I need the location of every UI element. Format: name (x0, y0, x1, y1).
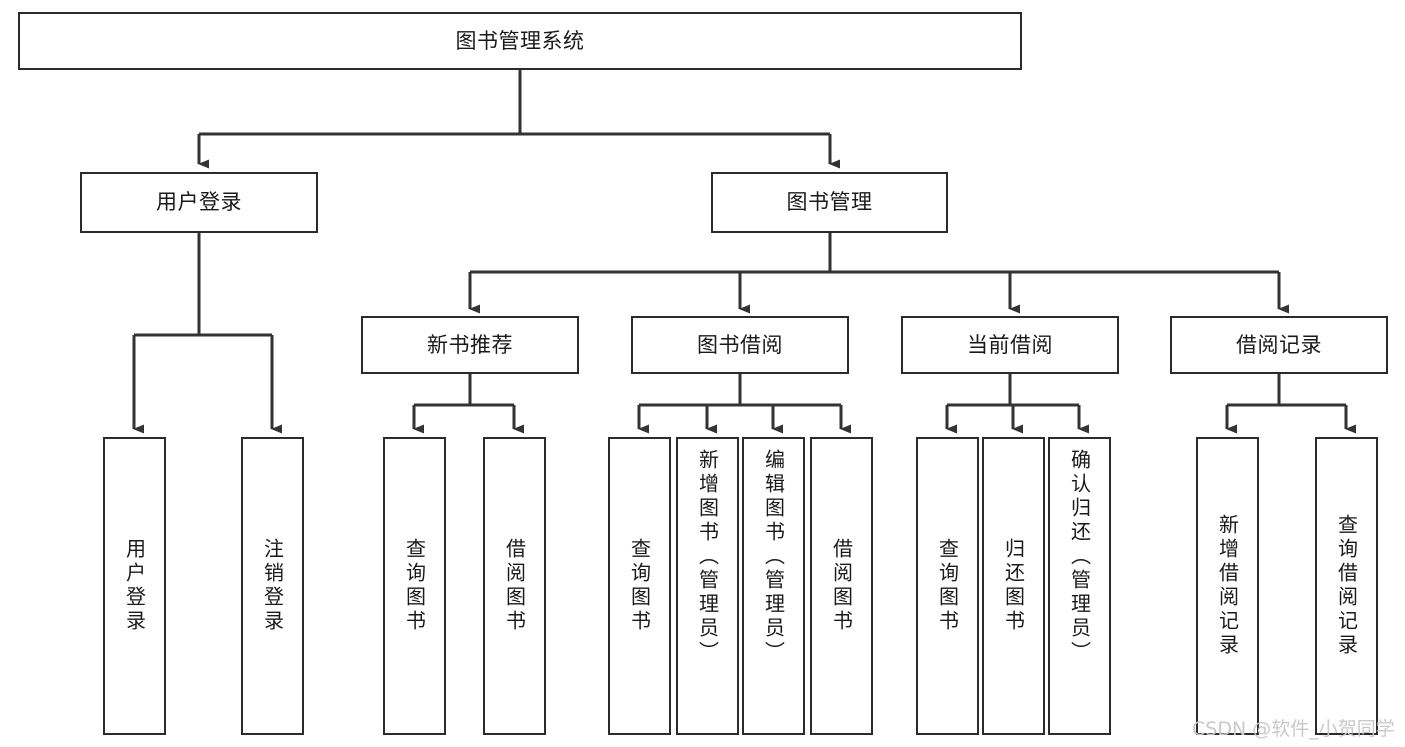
leaf-current-borrow-return[interactable]: 归还图书 (982, 437, 1045, 735)
leaf-book-borrow-borrow-label: 借阅图书 (829, 538, 854, 634)
node-book-borrow-label: 图书借阅 (697, 332, 783, 357)
leaf-borrow-record-query[interactable]: 查询借阅记录 (1315, 437, 1378, 735)
leaf-current-borrow-return-label: 归还图书 (1001, 538, 1026, 634)
leaf-book-borrow-query[interactable]: 查询图书 (608, 437, 671, 735)
leaf-user-login-signin[interactable]: 用户登录 (103, 437, 166, 735)
leaf-borrow-record-add-label: 新增借阅记录 (1215, 514, 1240, 658)
leaf-book-borrow-query-label: 查询图书 (627, 538, 652, 634)
node-user-login[interactable]: 用户登录 (80, 172, 318, 233)
leaf-book-borrow-edit[interactable]: 编辑图书（管理员） (742, 437, 805, 735)
node-new-book-recommend[interactable]: 新书推荐 (361, 316, 579, 374)
node-new-book-recommend-label: 新书推荐 (427, 332, 513, 357)
leaf-current-borrow-confirm-return-label: 确认归还（管理员） (1067, 449, 1092, 665)
node-book-manage-label: 图书管理 (786, 190, 873, 215)
leaf-book-borrow-add-label: 新增图书（管理员） (695, 449, 720, 665)
leaf-new-book-borrow[interactable]: 借阅图书 (483, 437, 546, 735)
node-current-borrow[interactable]: 当前借阅 (901, 316, 1119, 374)
leaf-new-book-borrow-label: 借阅图书 (502, 538, 527, 634)
node-borrow-record[interactable]: 借阅记录 (1170, 316, 1388, 374)
node-user-login-label: 用户登录 (156, 190, 242, 215)
node-root-system[interactable]: 图书管理系统 (18, 12, 1022, 70)
leaf-user-login-signout-label: 注销登录 (260, 538, 285, 634)
leaf-borrow-record-add[interactable]: 新增借阅记录 (1196, 437, 1259, 735)
node-borrow-record-label: 借阅记录 (1236, 332, 1322, 357)
leaf-book-borrow-edit-label: 编辑图书（管理员） (761, 449, 786, 665)
node-root-system-label: 图书管理系统 (455, 28, 585, 53)
leaf-current-borrow-query[interactable]: 查询图书 (916, 437, 979, 735)
leaf-borrow-record-query-label: 查询借阅记录 (1334, 514, 1359, 658)
leaf-user-login-signout[interactable]: 注销登录 (241, 437, 304, 735)
leaf-book-borrow-add[interactable]: 新增图书（管理员） (676, 437, 739, 735)
leaf-current-borrow-query-label: 查询图书 (935, 538, 960, 634)
node-current-borrow-label: 当前借阅 (967, 332, 1053, 357)
leaf-new-book-query[interactable]: 查询图书 (383, 437, 446, 735)
leaf-book-borrow-borrow[interactable]: 借阅图书 (810, 437, 873, 735)
node-book-borrow[interactable]: 图书借阅 (631, 316, 849, 374)
leaf-new-book-query-label: 查询图书 (402, 538, 427, 634)
leaf-current-borrow-confirm-return[interactable]: 确认归还（管理员） (1048, 437, 1111, 735)
node-book-manage[interactable]: 图书管理 (711, 172, 948, 233)
leaf-user-login-signin-label: 用户登录 (122, 538, 147, 634)
